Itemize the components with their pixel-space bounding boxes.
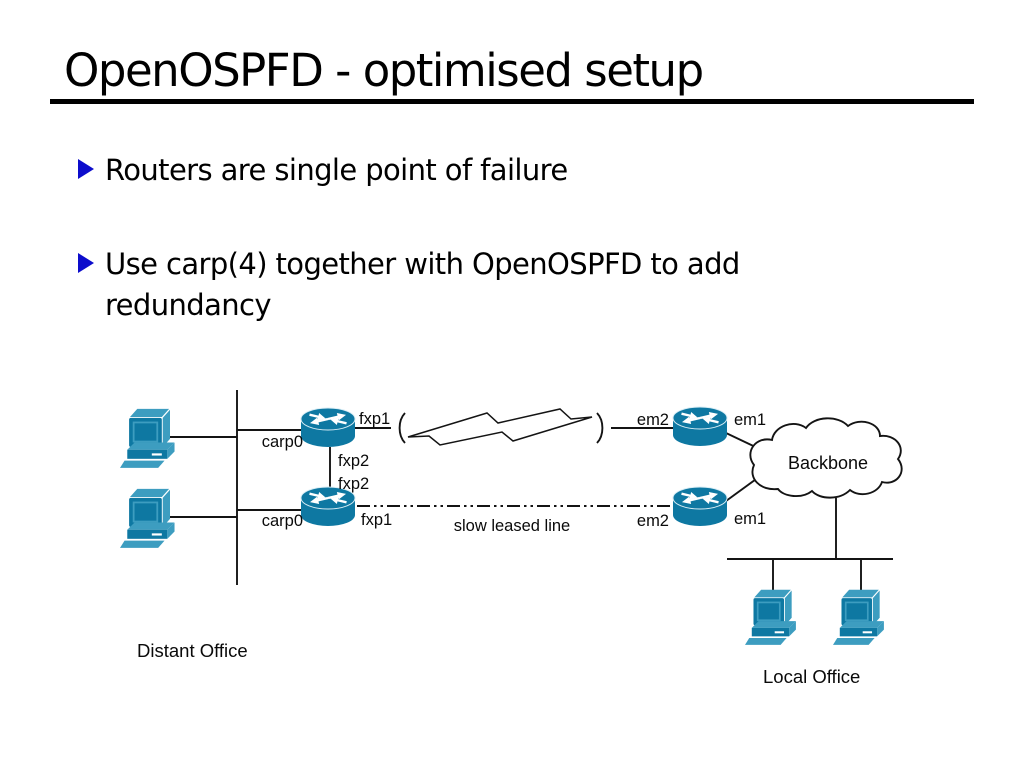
label-em2-bottom: em2 bbox=[637, 512, 669, 530]
label-carp0-bottom: carp0 bbox=[262, 512, 303, 530]
label-fxp1-bottom: fxp1 bbox=[361, 511, 392, 529]
fast-link-right-arc bbox=[596, 412, 604, 444]
bullet-text: Routers are single point of failure bbox=[105, 153, 568, 187]
backbone-cloud bbox=[749, 417, 903, 499]
title-underline bbox=[50, 99, 974, 104]
bullet-triangle-icon bbox=[78, 159, 94, 179]
router-icon bbox=[672, 486, 728, 527]
fast-link-left-arc bbox=[398, 412, 406, 444]
backbone-label: Backbone bbox=[788, 453, 868, 473]
label-em1-bottom: em1 bbox=[734, 510, 766, 528]
workstation-icon bbox=[745, 588, 797, 646]
label-fxp1-top: fxp1 bbox=[359, 410, 390, 428]
distant-office-label: Distant Office bbox=[137, 640, 248, 661]
workstation-icon bbox=[833, 588, 885, 646]
bullet-item: Use carp(4) together with OpenOSPFD to a… bbox=[78, 244, 878, 326]
label-em2-top: em2 bbox=[637, 411, 669, 429]
label-carp0-top: carp0 bbox=[262, 433, 303, 451]
page-title: OpenOSPFD - optimised setup bbox=[64, 44, 704, 97]
bullet-triangle-icon bbox=[78, 253, 94, 273]
label-fxp2-upper: fxp2 bbox=[338, 452, 369, 470]
lightning-bolt-icon bbox=[407, 408, 593, 446]
workstation-icon bbox=[120, 407, 176, 469]
router-icon bbox=[672, 406, 728, 447]
bullet-list: Routers are single point of failure Use … bbox=[78, 150, 878, 379]
router-icon bbox=[300, 407, 356, 448]
label-fxp2-lower: fxp2 bbox=[338, 475, 369, 493]
bullet-item: Routers are single point of failure bbox=[78, 150, 878, 191]
label-em1-top: em1 bbox=[734, 411, 766, 429]
bullet-text: Use carp(4) together with OpenOSPFD to a… bbox=[105, 247, 740, 322]
slow-leased-line-label: slow leased line bbox=[454, 517, 570, 535]
workstation-icon bbox=[120, 487, 176, 549]
local-office-label: Local Office bbox=[763, 666, 860, 687]
